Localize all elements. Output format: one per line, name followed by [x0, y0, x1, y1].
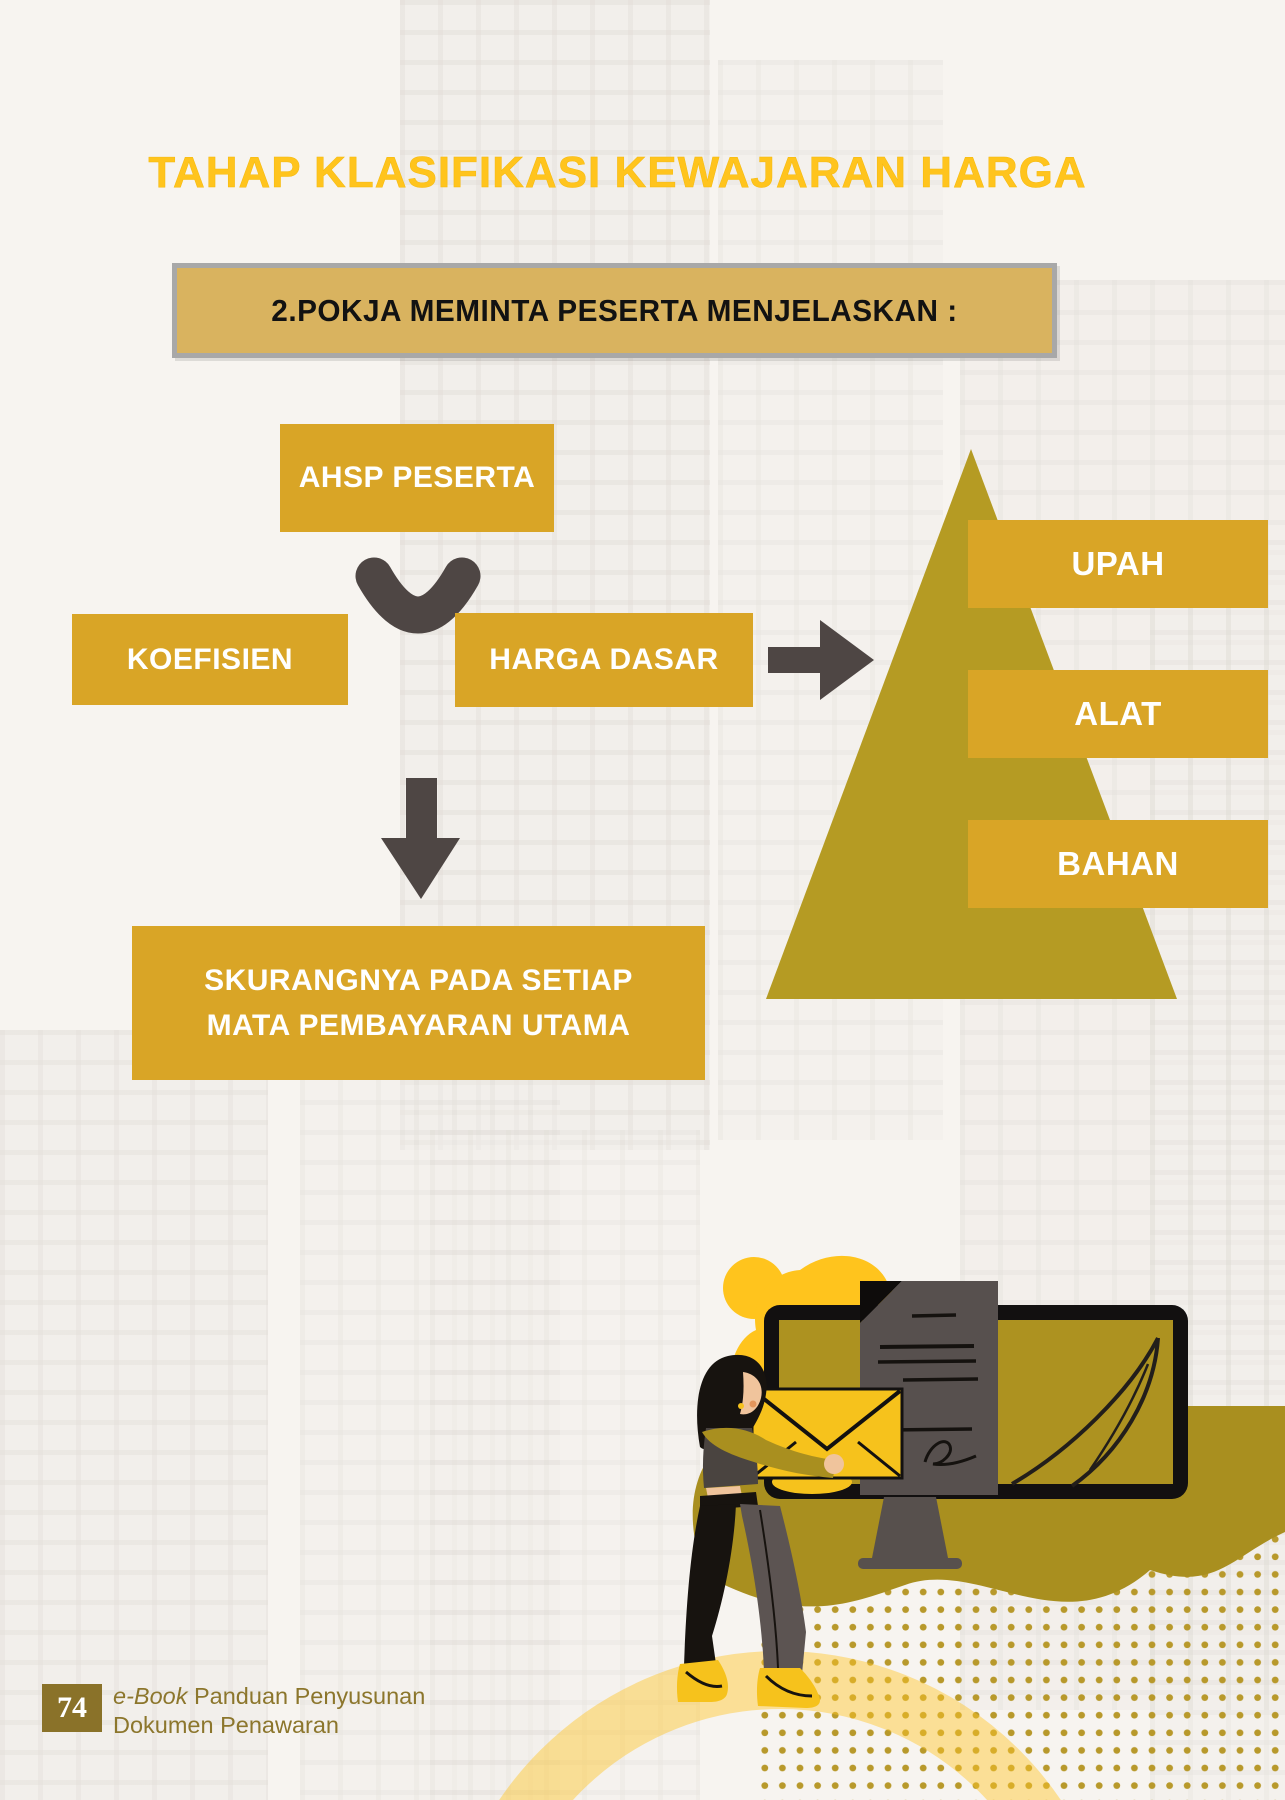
section-banner-label: 2.POKJA MEMINTA PESERTA MENJELASKAN : [271, 292, 958, 328]
monitor-stand [858, 1497, 962, 1569]
person-illustration [676, 1354, 844, 1708]
building-silhouette [0, 1030, 268, 1800]
pyramid-level-alat: ALAT [968, 670, 1268, 758]
flow-node-harga-dasar: HARGA DASAR [455, 613, 753, 707]
hand [824, 1454, 844, 1474]
page-number: 74 [57, 1691, 87, 1724]
footer-line2: Dokumen Penawaran [113, 1711, 339, 1738]
left-boot [676, 1660, 728, 1702]
envelope-illustration [750, 1387, 904, 1494]
flow-node-label: KOEFISIEN [126, 642, 294, 676]
footer-caption: e-Book Panduan Penyusunan Dokumen Penawa… [113, 1682, 425, 1739]
left-leg [684, 1504, 736, 1666]
page-number-badge: 74 [42, 1684, 102, 1732]
footer-line1-rest: Panduan Penyusunan [187, 1683, 426, 1709]
down-arrow-icon [381, 778, 460, 899]
flow-node-label: AHSP PESERTA [298, 461, 536, 494]
flow-node-koefisien: KOEFISIEN [72, 614, 348, 705]
section-banner: 2.POKJA MEMINTA PESERTA MENJELASKAN : [172, 263, 1057, 358]
flow-node-ahsp-peserta: AHSP PESERTA [280, 424, 554, 532]
page-title: TAHAP KLASIFIKASI KEWAJARAN HARGA [148, 148, 1087, 198]
building-silhouette [300, 950, 560, 1800]
flow-node-label: HARGA DASAR [489, 643, 719, 676]
footer-line1: e-Book Panduan Penyusunan [113, 1682, 425, 1711]
right-arrow-icon [768, 620, 874, 700]
right-boot [756, 1668, 820, 1708]
arm [702, 1427, 836, 1478]
flow-node-label: SKURANGNYA PADA SETIAP MATA PEMBAYARAN U… [204, 964, 633, 1042]
right-leg [740, 1504, 806, 1674]
pyramid-level-upah: UPAH [968, 520, 1268, 608]
pyramid-level-label: UPAH [1071, 545, 1165, 582]
building-silhouette [430, 1130, 700, 1800]
curve-connector-icon [355, 557, 481, 634]
footer-ebook-italic: e-Book [113, 1683, 188, 1709]
pyramid-level-label: ALAT [1074, 695, 1162, 732]
pyramid-level-label: BAHAN [1057, 845, 1179, 882]
flow-node-note: SKURANGNYA PADA SETIAP MATA PEMBAYARAN U… [132, 926, 705, 1080]
pyramid-level-bahan: BAHAN [968, 820, 1268, 908]
